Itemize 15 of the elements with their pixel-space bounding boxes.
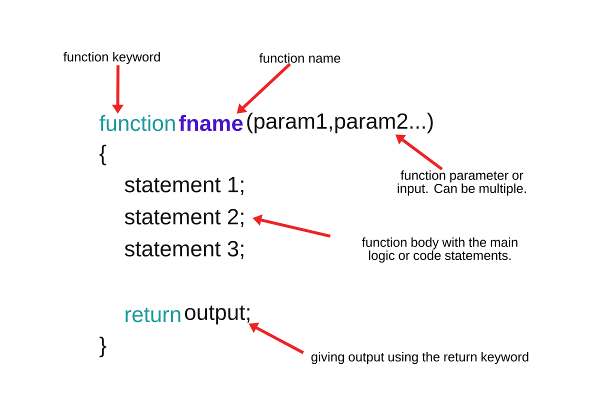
code-statement: statement 3; [124, 240, 244, 260]
code-text: output; [185, 306, 250, 324]
annotation-text: function keyword [63, 52, 160, 64]
code-keyword: function [100, 114, 175, 132]
annotation-text: function body with the main logic or code statements. [362, 237, 518, 263]
code-text: (param1,param2...) [247, 112, 433, 134]
code-keyword: return [126, 308, 180, 322]
annotation-text: function name [259, 53, 340, 63]
code-statement: statement 2; [124, 208, 244, 228]
function-name: fname [179, 114, 243, 132]
annotation-text: function parameter or input. Can be multiple. [398, 170, 526, 196]
code-brace: { [100, 144, 106, 166]
annotation-text: giving output using the return keyword [311, 352, 528, 364]
code-brace: } [100, 336, 106, 358]
code-statement: statement 1; [124, 177, 244, 195]
